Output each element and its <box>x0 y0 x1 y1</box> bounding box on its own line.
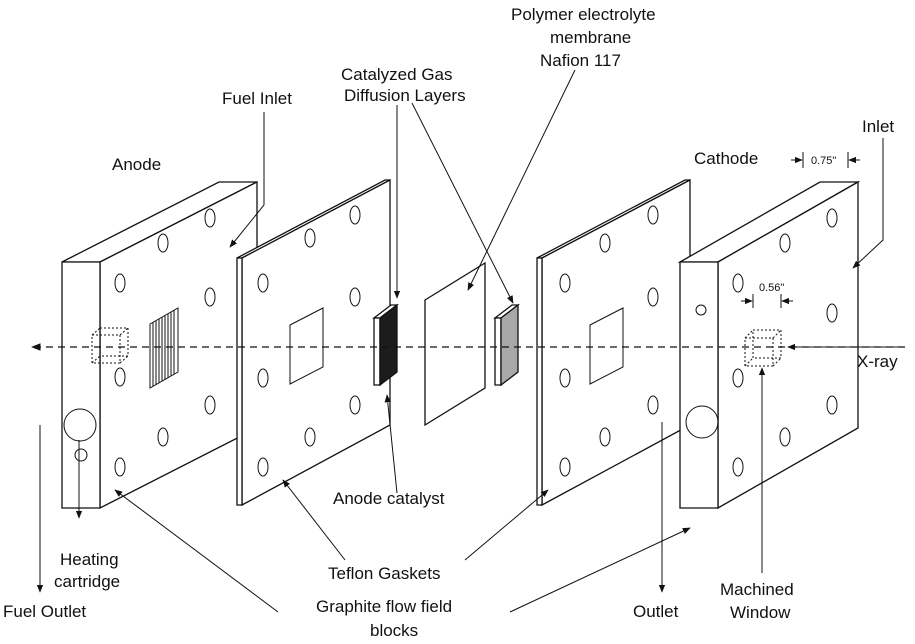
heating-cartridge-label-line1: Heating <box>60 550 119 569</box>
heating-cartridge-label-line2: cartridge <box>54 572 120 591</box>
dimension-056: 0.56" <box>741 282 793 308</box>
gdl-label-line2: Diffusion Layers <box>344 86 466 105</box>
polymer-membrane <box>424 261 486 427</box>
inlet-label: Inlet <box>862 117 894 136</box>
anode-catalyst-layer <box>372 303 399 387</box>
labels: Anode Fuel Inlet Catalyzed Gas Diffusion… <box>3 5 898 640</box>
teflon-gasket-right <box>536 178 691 507</box>
machined-window-label-line2: Window <box>730 603 791 622</box>
anode-block <box>61 180 258 510</box>
cathode-label: Cathode <box>694 149 758 168</box>
dim-075-label: 0.75" <box>811 155 836 167</box>
membrane-label-line2: membrane <box>550 28 631 47</box>
cathode-block <box>677 180 861 510</box>
membrane-label-line3: Nafion 117 <box>540 51 621 70</box>
dim-056-label: 0.56" <box>759 282 784 294</box>
teflon-gasket-left <box>236 178 391 507</box>
anode-flow-field <box>149 307 179 389</box>
graphite-label-line1: Graphite flow field <box>316 597 452 616</box>
anode-window-cube <box>91 327 129 364</box>
leader-lines <box>36 69 905 613</box>
machined-window-label-line1: Machined <box>720 580 794 599</box>
cathode-inlet-port <box>695 304 707 316</box>
machined-window-cube <box>744 329 782 367</box>
teflon-gaskets-label: Teflon Gaskets <box>328 564 440 583</box>
anode-bolt-holes <box>114 208 216 477</box>
heating-cartridge-port <box>74 448 88 462</box>
membrane-label-line1: Polymer electrolyte <box>511 5 656 24</box>
fuel-inlet-label: Fuel Inlet <box>222 89 292 108</box>
fuel-outlet-port <box>63 408 97 442</box>
outlet-label: Outlet <box>633 602 679 621</box>
xray-label: X-ray <box>857 352 898 371</box>
anode-label: Anode <box>112 155 161 174</box>
fuel-outlet-label: Fuel Outlet <box>3 602 86 621</box>
anode-catalyst-label: Anode catalyst <box>333 489 445 508</box>
cathode-outlet-port <box>685 405 719 439</box>
cathode-diffusion-layer <box>493 303 520 387</box>
anode-catalyst-face <box>379 303 398 387</box>
gdl-label-line1: Catalyzed Gas <box>341 65 453 84</box>
graphite-label-line2: blocks <box>370 621 418 640</box>
dimension-075: 0.75" <box>791 152 860 168</box>
